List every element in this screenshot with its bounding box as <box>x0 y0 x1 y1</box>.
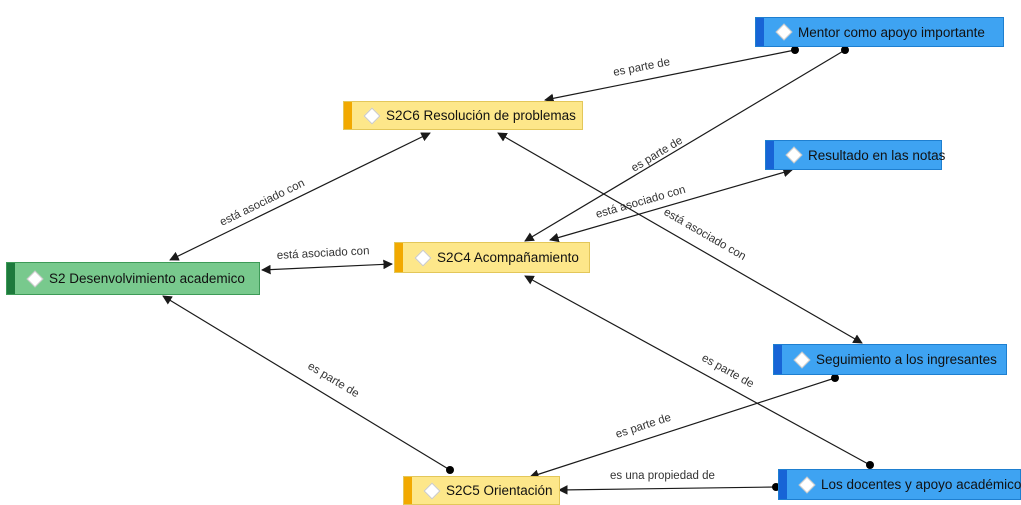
edge-label-s2-s2c4: está asociado con <box>277 245 370 262</box>
edge-seguimiento-s2c5[interactable] <box>529 377 836 479</box>
node-label: Seguimiento a los ingresantes <box>816 352 997 367</box>
node-label: S2C5 Orientación <box>446 483 553 498</box>
code-diamond-icon <box>414 249 432 266</box>
edge-label-s2c5-s2: es parte de <box>305 360 361 400</box>
edge-docentes-s2c4[interactable] <box>524 275 871 466</box>
edge-label-mentor-s2c4: es parte de <box>629 135 685 175</box>
edge-label-mentor-s2c6: es parte de <box>612 56 671 79</box>
node-label: Los docentes y apoyo académico <box>821 477 1021 492</box>
code-diamond-icon <box>785 146 803 164</box>
node-label: S2 Desenvolvimiento academico <box>49 271 245 286</box>
node-docentes[interactable]: Los docentes y apoyo académico <box>778 469 1021 500</box>
code-diamond-icon <box>775 23 793 41</box>
edge-label-s2-s2c6: está asociado con <box>218 177 307 228</box>
edge-docentes-s2c5[interactable] <box>558 485 777 495</box>
node-s2[interactable]: S2 Desenvolvimiento academico <box>6 262 260 295</box>
edge-label-seguimiento-s2c5: es parte de <box>614 412 672 441</box>
edge-s2-s2c6[interactable] <box>169 132 431 261</box>
edge-s2-s2c4[interactable] <box>261 259 393 275</box>
edge-s2c5-s2[interactable] <box>162 295 451 471</box>
node-label: S2C6 Resolución de problemas <box>386 108 576 123</box>
node-stripe <box>7 263 15 294</box>
node-stripe <box>404 477 412 504</box>
code-diamond-icon <box>26 270 44 287</box>
node-stripe <box>756 18 764 46</box>
code-diamond-icon <box>793 351 811 368</box>
node-label: Resultado en las notas <box>808 147 946 163</box>
edge-label-docentes-s2c5: es una propiedad de <box>610 470 715 482</box>
node-mentor[interactable]: Mentor como apoyo importante <box>755 17 1004 47</box>
edge-label-docentes-s2c4: es parte de <box>700 352 756 390</box>
node-s2c6[interactable]: S2C6 Resolución de problemas <box>343 101 583 130</box>
node-stripe <box>395 243 403 272</box>
edge-mentor-s2c6[interactable] <box>544 49 796 104</box>
code-diamond-icon <box>423 482 441 499</box>
node-resultado[interactable]: Resultado en las notas <box>765 140 946 170</box>
node-s2c5[interactable]: S2C5 Orientación <box>403 476 560 505</box>
node-s2c4[interactable]: S2C4 Acompañamiento <box>394 242 590 273</box>
node-stripe <box>766 141 774 169</box>
node-stripe <box>779 470 787 499</box>
node-stripe <box>774 345 782 374</box>
node-seguimiento[interactable]: Seguimiento a los ingresantes <box>773 344 1007 375</box>
code-diamond-icon <box>363 107 381 124</box>
node-label: S2C4 Acompañamiento <box>437 250 579 265</box>
edge-s2c6-seguimiento[interactable] <box>497 132 863 344</box>
node-label: Mentor como apoyo importante <box>798 24 985 40</box>
code-diamond-icon <box>798 476 816 493</box>
node-stripe <box>344 102 352 129</box>
